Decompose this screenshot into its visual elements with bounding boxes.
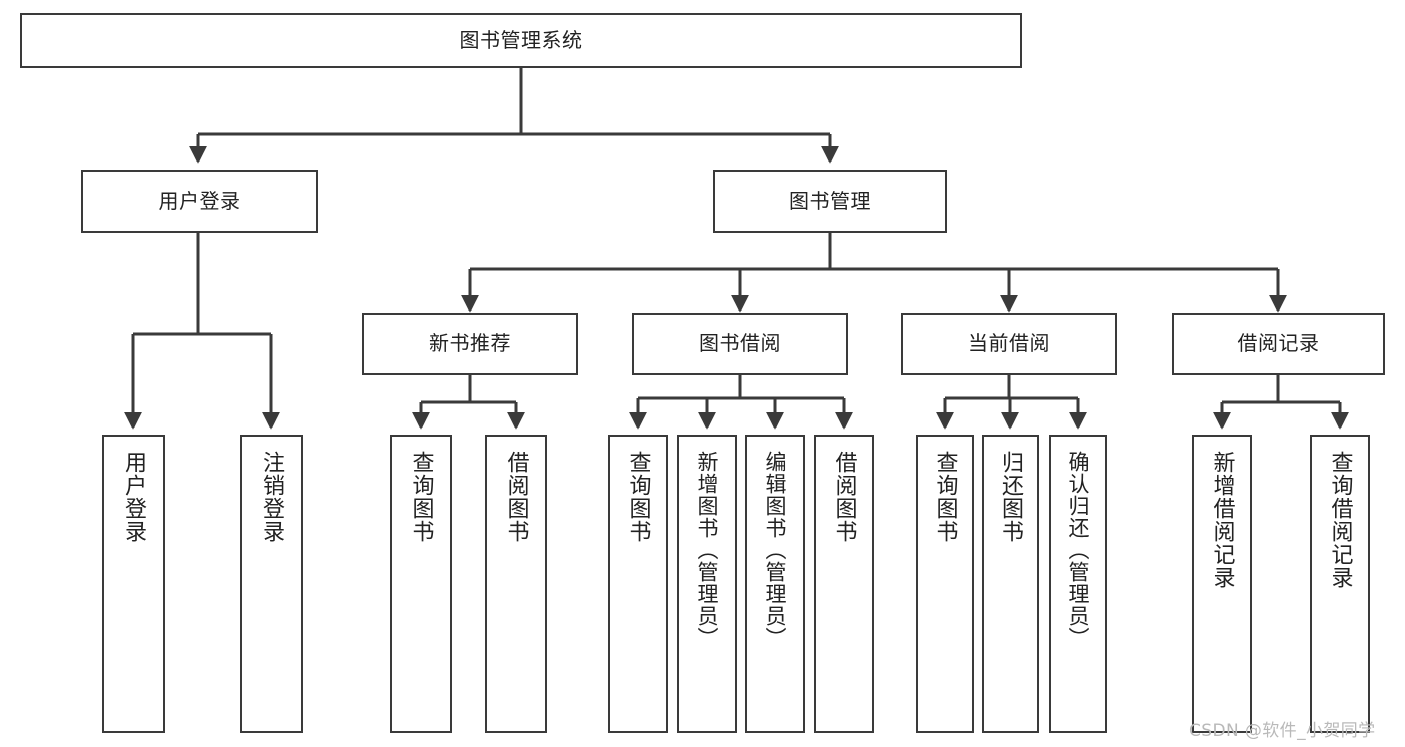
leaf-logout-label: 注销登录 bbox=[259, 451, 285, 543]
leaf-user-login-label: 用户登录 bbox=[121, 451, 147, 543]
node-user-login-label: 用户登录 bbox=[158, 188, 241, 213]
node-borrow-record-label: 借阅记录 bbox=[1237, 331, 1320, 356]
node-current-borrow-label: 当前借阅 bbox=[968, 331, 1050, 356]
leaf-add-borrow-record[interactable]: 新增借阅记录 bbox=[1192, 435, 1252, 733]
leaf-add-book-admin-label: 新增图书（管理员） bbox=[695, 451, 720, 649]
watermark: CSDN @软件_小贺同学 bbox=[1189, 721, 1376, 741]
leaf-edit-book-admin[interactable]: 编辑图书（管理员） bbox=[745, 435, 805, 733]
leaf-return-book-label: 归还图书 bbox=[998, 451, 1024, 543]
leaf-logout[interactable]: 注销登录 bbox=[240, 435, 303, 733]
node-borrow-record[interactable]: 借阅记录 bbox=[1172, 313, 1385, 375]
node-root-label: 图书管理系统 bbox=[459, 27, 583, 52]
leaf-borrow-book-borrow[interactable]: 借阅图书 bbox=[814, 435, 874, 733]
leaf-borrow-book-borrow-label: 借阅图书 bbox=[831, 451, 857, 543]
leaf-add-borrow-record-label: 新增借阅记录 bbox=[1209, 451, 1235, 589]
node-book-borrow[interactable]: 图书借阅 bbox=[632, 313, 848, 375]
leaf-edit-book-admin-label: 编辑图书（管理员） bbox=[763, 451, 788, 649]
leaf-return-book[interactable]: 归还图书 bbox=[982, 435, 1039, 733]
leaf-query-book-current[interactable]: 查询图书 bbox=[916, 435, 974, 733]
leaf-query-book-newbook[interactable]: 查询图书 bbox=[390, 435, 452, 733]
leaf-confirm-return-admin[interactable]: 确认归还（管理员） bbox=[1049, 435, 1107, 733]
leaf-user-login[interactable]: 用户登录 bbox=[102, 435, 165, 733]
leaf-confirm-return-admin-label: 确认归还（管理员） bbox=[1066, 451, 1091, 649]
leaf-query-borrow-record-label: 查询借阅记录 bbox=[1327, 451, 1353, 589]
leaf-query-book-current-label: 查询图书 bbox=[932, 451, 958, 543]
node-book-management[interactable]: 图书管理 bbox=[713, 170, 947, 233]
node-new-book-recommend-label: 新书推荐 bbox=[429, 331, 511, 356]
node-user-login[interactable]: 用户登录 bbox=[81, 170, 318, 233]
leaf-borrow-book-newbook-label: 借阅图书 bbox=[503, 451, 529, 543]
node-current-borrow[interactable]: 当前借阅 bbox=[901, 313, 1117, 375]
node-new-book-recommend[interactable]: 新书推荐 bbox=[362, 313, 578, 375]
leaf-query-borrow-record[interactable]: 查询借阅记录 bbox=[1310, 435, 1370, 733]
leaf-query-book-borrow[interactable]: 查询图书 bbox=[608, 435, 668, 733]
leaf-add-book-admin[interactable]: 新增图书（管理员） bbox=[677, 435, 737, 733]
node-book-management-label: 图书管理 bbox=[789, 188, 871, 213]
leaf-borrow-book-newbook[interactable]: 借阅图书 bbox=[485, 435, 547, 733]
leaf-query-book-newbook-label: 查询图书 bbox=[408, 451, 434, 543]
node-book-borrow-label: 图书借阅 bbox=[699, 331, 781, 356]
node-root[interactable]: 图书管理系统 bbox=[20, 13, 1022, 68]
leaf-query-book-borrow-label: 查询图书 bbox=[625, 451, 651, 543]
